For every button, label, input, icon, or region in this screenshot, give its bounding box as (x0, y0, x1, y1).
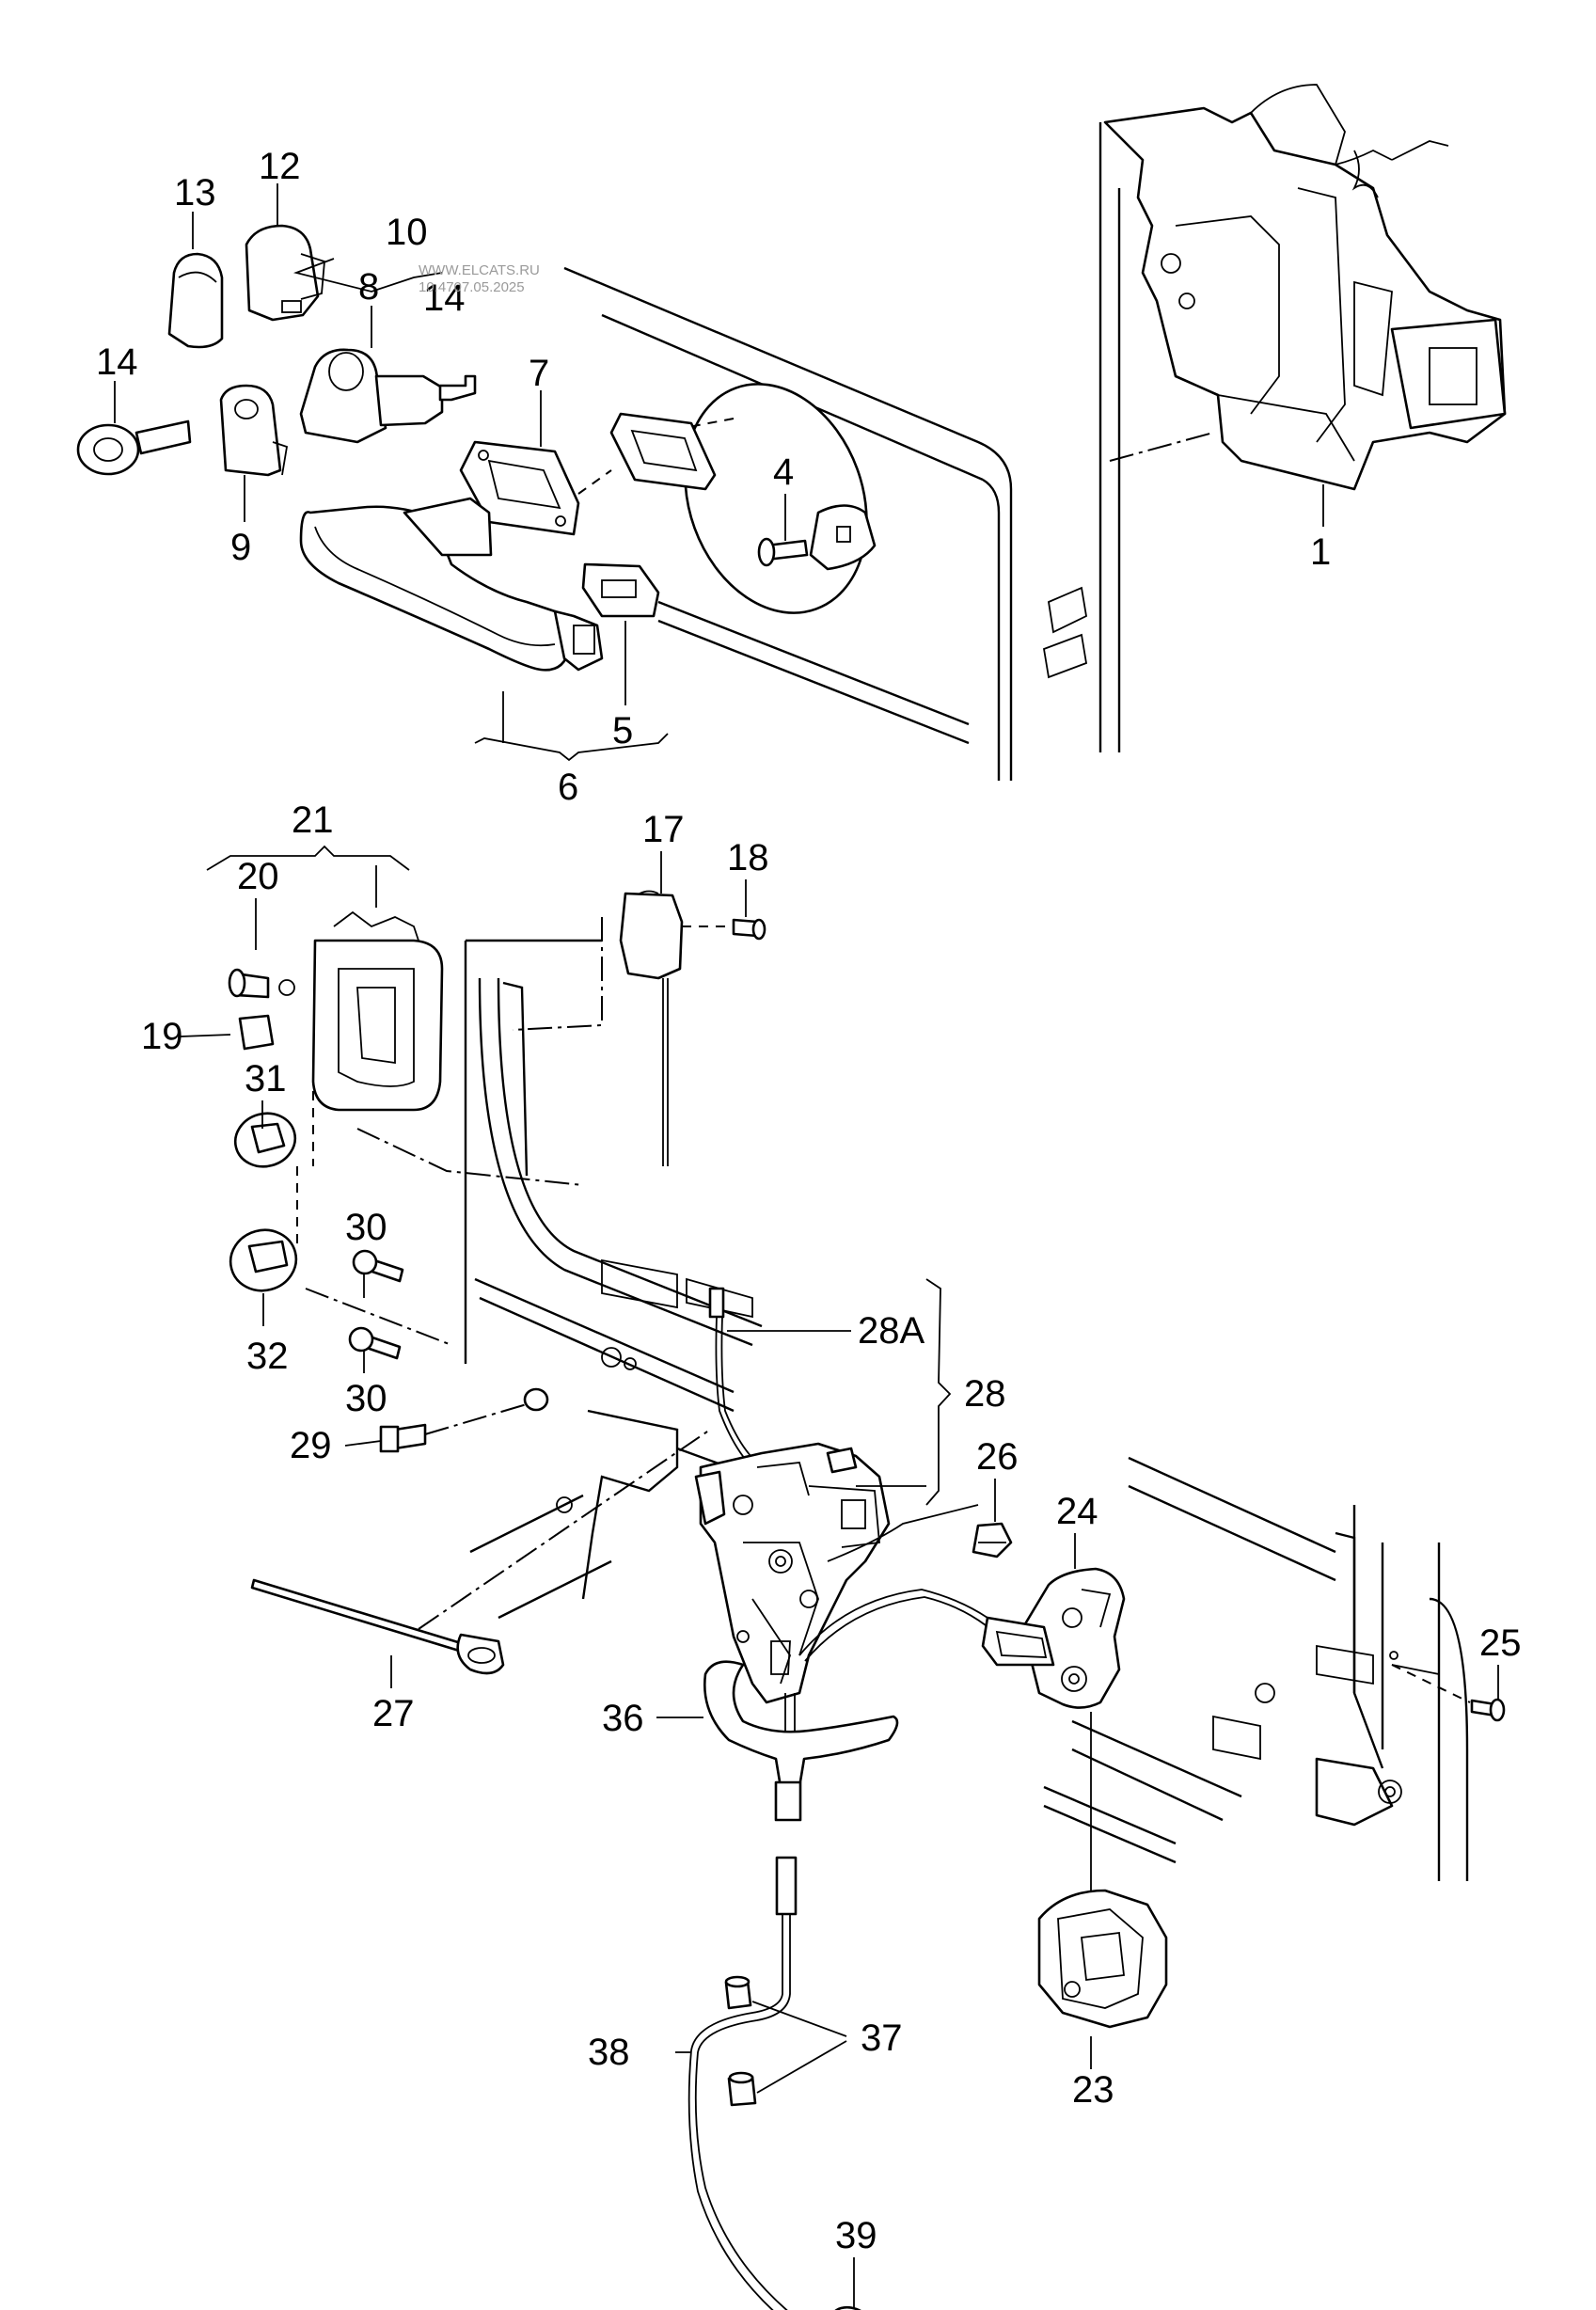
callout-28a: 28A (858, 1310, 924, 1352)
part-5-gasket (581, 562, 660, 618)
callout-1: 1 (1310, 531, 1331, 573)
part-21-inside-handle (311, 910, 444, 1112)
part-7-gasket (459, 440, 580, 536)
door-panel-lower (464, 939, 782, 1620)
watermark-line-2: 10.4707.05.2025 (419, 279, 525, 295)
callout-29: 29 (290, 1425, 332, 1466)
part-39-cable-end (830, 2305, 873, 2310)
part-36-shield (703, 1660, 899, 1822)
part-6-outside-handle (299, 497, 604, 672)
callout-30-a: 30 (345, 1207, 387, 1248)
leader-lines (114, 183, 1499, 2309)
part-29-bolt (379, 1387, 549, 1453)
part-30-bolt-upper (352, 1249, 404, 1283)
part-37-sleeve-upper (724, 1975, 752, 2010)
part-17-lock-knob (619, 890, 684, 1166)
part-8-lock-cylinder (299, 348, 477, 444)
part-38-bowden-cable (687, 1856, 798, 2310)
callout-4: 4 (773, 451, 794, 493)
callout-19: 19 (141, 1016, 183, 1057)
part-9-cover-cap (219, 384, 289, 477)
part-18-screw (732, 918, 766, 941)
callout-31: 31 (245, 1058, 287, 1100)
part-32-lock-button (229, 1228, 298, 1292)
part-28a-rod (708, 1287, 759, 1468)
callout-18: 18 (727, 837, 769, 878)
callout-14-b: 14 (96, 341, 138, 383)
callout-28: 28 (964, 1373, 1006, 1415)
part-20-clip (228, 968, 295, 999)
callout-39: 39 (835, 2215, 877, 2256)
part-30-bolt-lower (348, 1326, 402, 1360)
callout-9: 9 (230, 527, 251, 568)
callout-21: 21 (292, 799, 334, 841)
callout-17: 17 (642, 809, 685, 850)
part-7-gasket-2 (609, 412, 717, 491)
callout-7: 7 (529, 353, 549, 394)
part-27-cable-tie (250, 1578, 505, 1675)
callout-36: 36 (602, 1698, 644, 1739)
part-19-cap (238, 1014, 275, 1051)
door-panel-upper (563, 122, 1121, 781)
callout-20: 20 (237, 856, 279, 897)
callout-13: 13 (174, 172, 216, 214)
callout-10: 10 (386, 212, 428, 253)
callout-27: 27 (372, 1693, 415, 1734)
part-13-cover-cap (167, 252, 224, 349)
callout-38: 38 (588, 2032, 630, 2073)
part-14-key (76, 419, 192, 476)
callout-5: 5 (612, 710, 633, 752)
part-37-sleeve-lower (727, 2071, 757, 2107)
part-1-handle-carrier (1103, 84, 1507, 491)
callout-8: 8 (358, 266, 379, 308)
part-31-lock-button (233, 1112, 297, 1168)
callout-14-a: 14 (423, 277, 466, 319)
part-4-screw-detail (684, 383, 877, 614)
callout-30-b: 30 (345, 1378, 387, 1419)
callout-12: 12 (259, 146, 301, 187)
callout-37: 37 (861, 2017, 903, 2059)
part-24-latch (981, 1567, 1126, 1709)
part-12-cover-cap (245, 224, 325, 322)
callout-25: 25 (1479, 1622, 1522, 1664)
callout-32: 32 (246, 1336, 289, 1377)
door-panel-lower-right (1043, 1456, 1469, 1881)
callout-26: 26 (976, 1436, 1019, 1478)
callout-labels: 1 4 5 6 7 8 9 10 12 13 14 14 17 18 19 20… (96, 146, 1522, 2256)
part-23-cover (1037, 1889, 1168, 2029)
callout-6: 6 (558, 767, 578, 808)
part-25-screw (1470, 1698, 1506, 1722)
callout-24: 24 (1056, 1491, 1098, 1532)
callout-23: 23 (1072, 2069, 1114, 2111)
part-26-clip (972, 1522, 1013, 1558)
watermark-line-1: WWW.ELCATS.RU (419, 262, 540, 278)
